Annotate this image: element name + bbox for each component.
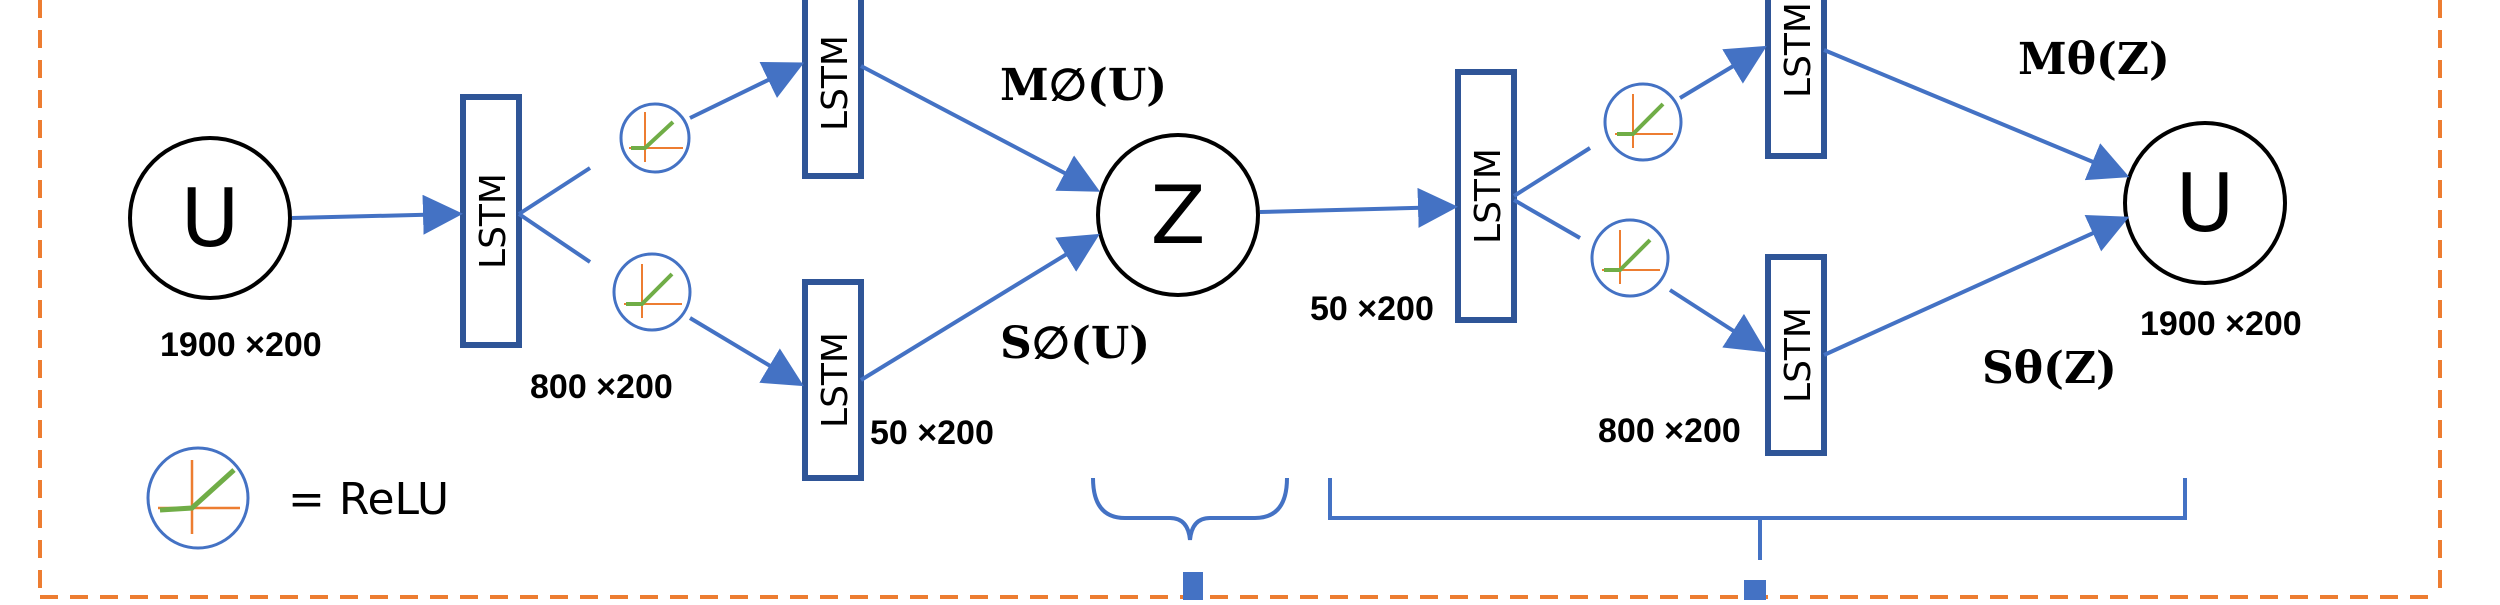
line-lstm-to-relu-bottom — [517, 212, 592, 264]
dim-enc-lstm1: 800 ×200 — [530, 368, 673, 406]
arrow-dec-std-to-u — [1823, 214, 2130, 357]
output-u-label: U — [2176, 157, 2235, 250]
eq-s-phi-u: S∅(U) — [1000, 318, 1150, 369]
lstm-label: LSTM — [1778, 307, 1819, 403]
relu-icon — [1603, 82, 1683, 162]
input-u-label: U — [181, 172, 240, 265]
line-dec-lstm-to-relu-bottom — [1513, 198, 1581, 240]
arrow-dec-mean-to-u — [1823, 48, 2130, 181]
dim-dec-lstm1: 50 ×200 — [1310, 290, 1434, 328]
lstm-label: LSTM — [815, 35, 856, 131]
lstm-box-enc-std: LSTM — [802, 279, 864, 481]
lstm-label: LSTM — [815, 332, 856, 428]
decoder-connector — [1744, 580, 1766, 600]
arrow-z-to-lstm — [1259, 187, 1458, 228]
line-dec-lstm-to-relu-top — [1512, 146, 1592, 198]
eq-s-theta-z: Sθ(Z) — [1982, 343, 2117, 394]
arrow-mean-to-z — [860, 64, 1101, 192]
output-u-node: U — [2123, 121, 2287, 285]
lstm-box-dec1: LSTM — [1455, 69, 1517, 323]
brace-encoder — [1091, 477, 1289, 541]
relu-icon — [146, 446, 250, 550]
brace-decoder — [1328, 478, 2187, 560]
arrow-relu-to-dec-mean — [1678, 45, 1767, 100]
dim-dec-lstm2: 800 ×200 — [1598, 412, 1741, 450]
lstm-box-enc1: LSTM — [460, 94, 522, 348]
lstm-box-enc-mean: LSTM — [802, 0, 864, 179]
lstm-label: LSTM — [1778, 2, 1819, 98]
dim-output: 1900 ×200 — [2140, 305, 2302, 343]
lstm-box-dec-std: LSTM — [1765, 254, 1827, 456]
line-lstm-to-relu-top — [517, 166, 592, 216]
encoder-connector — [1183, 572, 1203, 600]
connections — [291, 45, 2130, 387]
relu-icon — [619, 102, 691, 174]
lstm-box-dec-mean: LSTM — [1765, 0, 1827, 159]
latent-z-label: Z — [1151, 169, 1206, 262]
eq-m-theta-z: Mθ(Z) — [2018, 34, 2170, 85]
eq-m-phi-u: M∅(U) — [1000, 60, 1167, 111]
relu-icon — [612, 252, 692, 332]
arrow-std-to-z — [859, 233, 1100, 382]
latent-z-node: Z — [1096, 133, 1260, 297]
dim-enc-lstm2: 50 ×200 — [870, 414, 994, 452]
lstm-label: LSTM — [473, 173, 514, 269]
legend: = ReLU — [146, 446, 449, 550]
legend-label: = ReLU — [288, 474, 449, 525]
arrow-relu-to-lstm-std — [688, 316, 804, 387]
arrow-u-to-lstm — [291, 194, 463, 235]
dim-input: 1900 ×200 — [160, 326, 322, 364]
arrow-relu-to-dec-std — [1668, 288, 1767, 353]
relu-icon — [1590, 218, 1670, 298]
lstm-label: LSTM — [1468, 148, 1509, 244]
dashed-border — [38, 0, 2442, 600]
input-u-node: U — [128, 136, 292, 300]
arrow-relu-to-lstm-mean — [689, 61, 805, 120]
